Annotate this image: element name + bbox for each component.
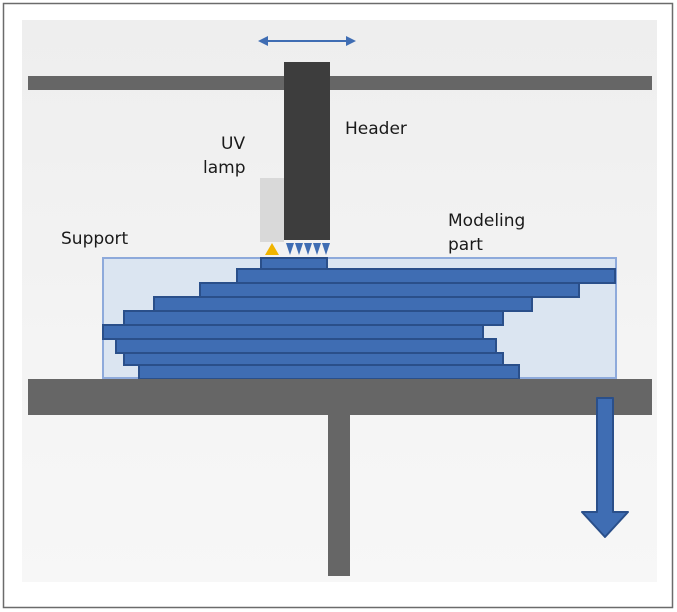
layer-4 bbox=[123, 310, 504, 326]
layer-2 bbox=[199, 282, 580, 298]
modeling-part-label-line1: Modeling bbox=[448, 211, 525, 231]
layer-6 bbox=[115, 338, 497, 354]
layer-3 bbox=[153, 296, 533, 312]
layer-7 bbox=[123, 352, 504, 366]
layer-1 bbox=[236, 268, 616, 284]
print-head bbox=[284, 62, 330, 240]
header-label: Header bbox=[345, 119, 407, 139]
gantry-rail bbox=[28, 76, 652, 90]
uv-light-icon bbox=[265, 243, 279, 255]
down-arrow-icon bbox=[581, 397, 629, 538]
uv-lamp-label-line1: UV bbox=[221, 134, 245, 154]
modeling-part bbox=[102, 257, 616, 380]
platform-post bbox=[328, 415, 350, 576]
modeling-part-label-line2: part bbox=[448, 235, 483, 255]
support-label: Support bbox=[61, 229, 129, 249]
layer-5 bbox=[102, 324, 484, 340]
layer-8 bbox=[138, 364, 520, 380]
layer-top-cap bbox=[260, 257, 328, 270]
uv-lamp-label-line2: lamp bbox=[203, 158, 246, 178]
uv-lamp bbox=[260, 178, 284, 242]
horizontal-motion-arrow bbox=[258, 36, 356, 46]
nozzle-droplets bbox=[286, 243, 330, 255]
build-platform bbox=[28, 379, 652, 415]
